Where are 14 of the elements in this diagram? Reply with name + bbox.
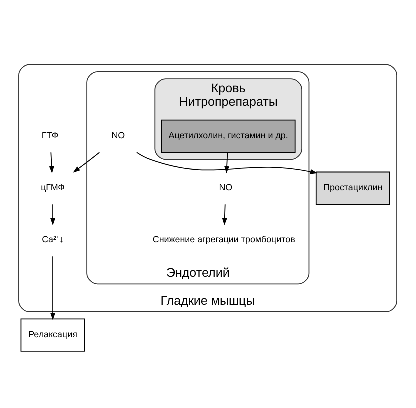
node-box: Релаксация [20, 318, 86, 352]
node-text: цГМФ [41, 182, 65, 192]
node-text: ГТФ [42, 130, 59, 140]
arrow [50, 256, 56, 320]
arrow [50, 204, 56, 226]
node-box: Простациклин [316, 171, 390, 204]
arrow [222, 204, 228, 226]
node-text: NO [219, 182, 233, 192]
node-text: Ca²⁺↓ [42, 234, 64, 244]
arrow [49, 152, 54, 174]
node-box: Ацетилхолин, гистамин и др. [161, 119, 296, 152]
arrow [73, 152, 100, 172]
node-text: Снижение агрегации тромбоцитов [152, 234, 296, 244]
node-text: NO [112, 130, 126, 140]
